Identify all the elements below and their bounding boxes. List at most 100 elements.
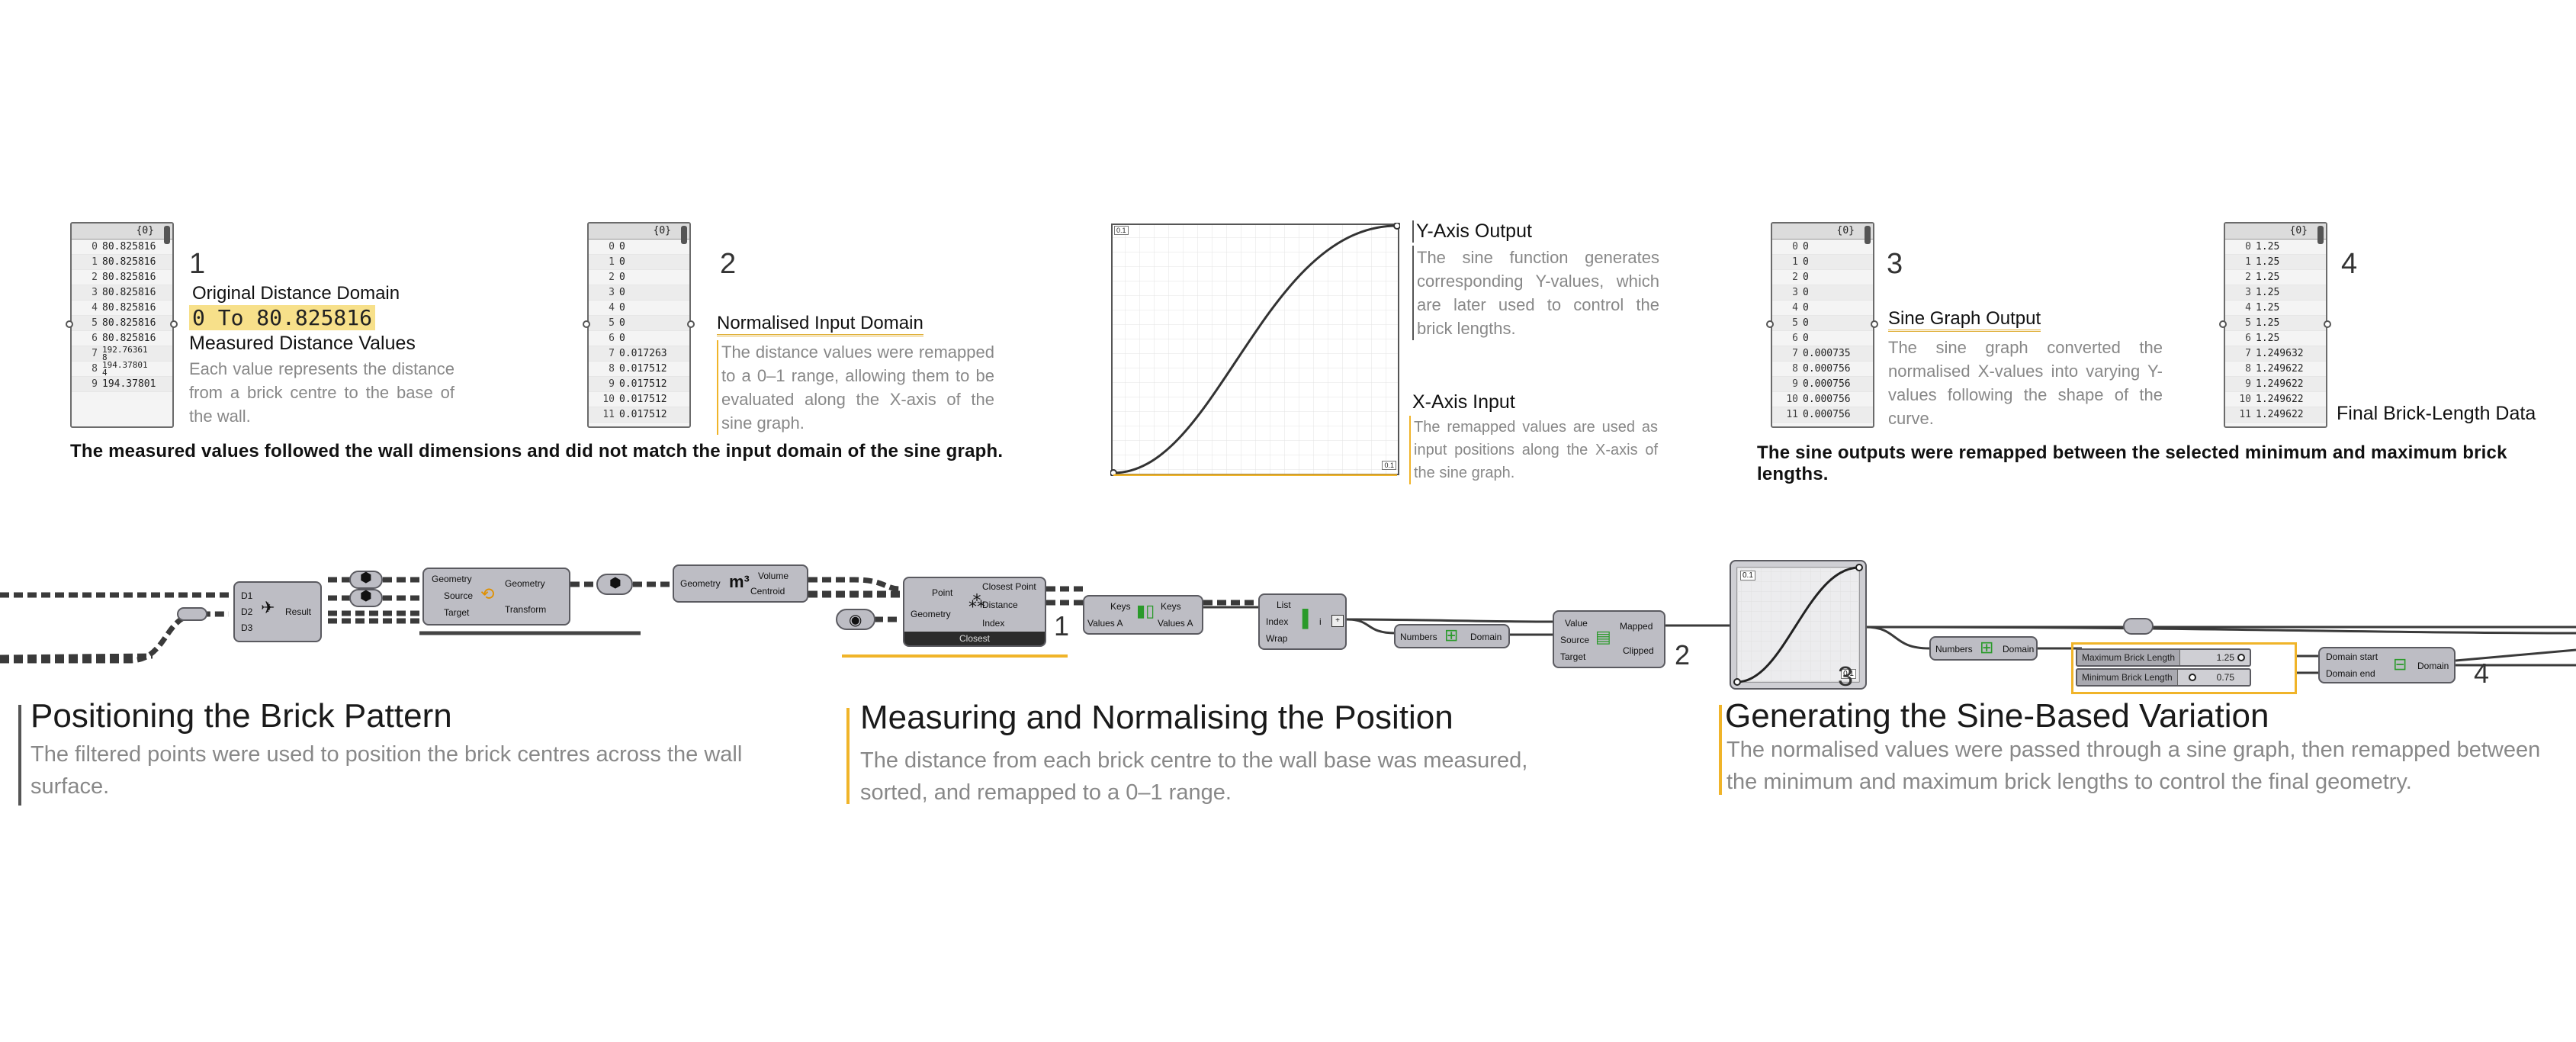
row-index: 0 — [92, 241, 98, 252]
output-distance[interactable]: Distance — [982, 600, 1018, 610]
input-source[interactable]: Source — [1560, 635, 1590, 645]
input-list[interactable]: List — [1277, 600, 1291, 610]
bounds-component[interactable]: Numbers ⊞ Domain — [1929, 636, 2038, 661]
canvas-number: 4 — [2474, 658, 2490, 689]
output-mapped[interactable]: Mapped — [1620, 621, 1653, 632]
input-d3[interactable]: D3 — [241, 622, 253, 633]
input-keys[interactable]: Keys — [1110, 601, 1131, 612]
input-numbers[interactable]: Numbers — [1935, 644, 1973, 654]
list-item-component[interactable]: List Index Wrap ▐ i + — [1258, 593, 1347, 650]
panel-output-grip[interactable] — [1871, 320, 1878, 328]
output-domain[interactable]: Domain — [2417, 661, 2449, 671]
input-geometry[interactable]: Geometry — [432, 574, 472, 584]
output-domain[interactable]: Domain — [2003, 644, 2035, 654]
y-axis-label: Y-Axis Output — [1412, 220, 1532, 243]
row-value: 0.000735 — [1803, 348, 1851, 359]
panel-input-grip[interactable] — [66, 320, 73, 328]
relay-node[interactable] — [2123, 618, 2154, 635]
min-brick-length-slider[interactable]: Minimum Brick Length 0.75 — [2076, 668, 2251, 687]
relay-node[interactable]: ⬢ — [349, 588, 383, 607]
original-domain-label: Original Distance Domain — [192, 283, 400, 304]
row-value: 0 — [619, 302, 625, 314]
output-item[interactable]: i — [1319, 616, 1322, 627]
input-point[interactable]: Point — [932, 587, 953, 598]
output-centroid[interactable]: Centroid — [750, 586, 785, 597]
input-domain-start[interactable]: Domain start — [2326, 651, 2378, 662]
relay-node[interactable]: ⬢ — [349, 570, 383, 589]
row-index: 9 — [92, 378, 98, 390]
input-values[interactable]: Values A — [1087, 618, 1123, 629]
input-target[interactable]: Target — [444, 607, 470, 618]
input-target[interactable]: Target — [1560, 651, 1586, 662]
row-value: 194.37801 — [102, 378, 156, 390]
output-domain[interactable]: Domain — [1470, 632, 1502, 642]
dispatch-component[interactable]: D1 D2 D3 ✈ Result — [233, 581, 322, 642]
sort-component[interactable]: Keys Values A ▮▯ Keys Values A — [1083, 595, 1203, 635]
panel-input-grip[interactable] — [583, 320, 590, 328]
output-keys[interactable]: Keys — [1161, 601, 1181, 612]
row-index: 6 — [609, 333, 615, 344]
row-index: 2 — [92, 272, 98, 283]
input-domain-end[interactable]: Domain end — [2326, 668, 2375, 679]
remap-component[interactable]: Value Source Target ▤ Mapped Clipped — [1553, 610, 1665, 668]
relay-node[interactable] — [177, 607, 207, 621]
input-geometry[interactable]: Geometry — [911, 609, 951, 619]
output-values[interactable]: Values A — [1158, 618, 1193, 629]
section-desc-measuring: The distance from each brick centre to t… — [860, 748, 1528, 805]
row-value: 1.249632 — [2256, 348, 2304, 359]
input-wrap[interactable]: Wrap — [1266, 633, 1288, 644]
panel-output-grip[interactable] — [687, 320, 695, 328]
row-value: 0.017512 — [619, 363, 667, 375]
orient-component[interactable]: Geometry Source Target ⟲ Geometry Transf… — [422, 568, 570, 626]
panel-output-grip[interactable] — [2324, 320, 2331, 328]
bounds-component[interactable]: Numbers ⊞ Domain — [1394, 624, 1510, 648]
output-geometry[interactable]: Geometry — [505, 578, 545, 589]
panel-scrollbar[interactable] — [681, 226, 687, 244]
input-value[interactable]: Value — [1565, 618, 1588, 629]
output-volume[interactable]: Volume — [758, 571, 789, 581]
row-value: 0 — [619, 256, 625, 268]
row-index: 10 — [2239, 394, 2251, 405]
row-value: 80.825816 — [102, 333, 156, 344]
row-index: 11 — [1786, 409, 1798, 420]
expand-icon[interactable]: + — [1331, 615, 1344, 627]
relay-node[interactable]: ⬢ — [596, 574, 633, 595]
max-brick-length-slider[interactable]: Maximum Brick Length 1.25 — [2076, 648, 2251, 667]
panel-scrollbar[interactable] — [2317, 226, 2324, 244]
section-desc-positioning: The filtered points were used to positio… — [31, 742, 743, 799]
slider-knob[interactable] — [2189, 674, 2196, 681]
input-d2[interactable]: D2 — [241, 606, 253, 617]
output-clipped[interactable]: Clipped — [1623, 645, 1654, 656]
output-index[interactable]: Index — [982, 618, 1005, 629]
relay-node[interactable]: ◉ — [836, 609, 875, 630]
closest-point-component[interactable]: Point Geometry ⁂ Closest Point Distance … — [903, 577, 1046, 647]
panel-input-grip[interactable] — [2219, 320, 2227, 328]
row-value: 0.017512 — [619, 378, 667, 390]
input-numbers[interactable]: Numbers — [1400, 632, 1437, 642]
slider-knob[interactable] — [2237, 654, 2245, 661]
row-index: 8 — [92, 363, 98, 375]
panel-output-grip[interactable] — [170, 320, 178, 328]
panel-scrollbar[interactable] — [1865, 226, 1871, 244]
volume-component[interactable]: Geometry m³ Volume Centroid — [673, 564, 808, 603]
output-closest-point[interactable]: Closest Point — [982, 581, 1036, 592]
output-result[interactable]: Result — [285, 606, 312, 617]
construct-domain-component[interactable]: Domain start Domain end ⊟ Domain — [2318, 647, 2456, 683]
output-transform[interactable]: Transform — [505, 604, 547, 615]
input-geometry[interactable]: Geometry — [680, 578, 721, 589]
input-d1[interactable]: D1 — [241, 590, 253, 601]
input-index[interactable]: Index — [1266, 616, 1289, 627]
input-source[interactable]: Source — [444, 590, 474, 601]
panel-scrollbar[interactable] — [164, 226, 170, 244]
row-value: 1.25 — [2256, 317, 2280, 329]
panel-input-grip[interactable] — [1766, 320, 1774, 328]
graph-mapper-component[interactable]: 0.1 0.1 — [1730, 560, 1867, 690]
